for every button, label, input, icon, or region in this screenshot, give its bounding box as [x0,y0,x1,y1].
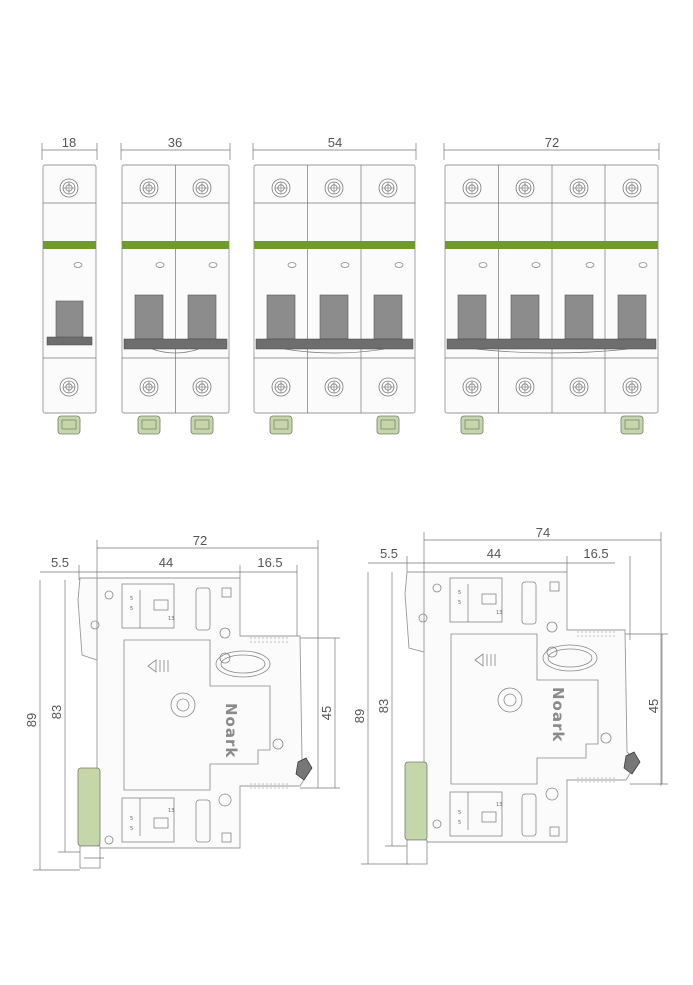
brand-label-right: Noark [549,687,567,742]
svg-text:5: 5 [458,590,461,596]
terminal-marks-right-bottom: 5 5 13 [449,791,503,837]
svg-text:13: 13 [496,802,502,808]
terminal-marks-right-top: 5 5 13 [449,577,503,623]
svg-text:5: 5 [130,816,133,822]
breaker-1-pole: 18 [41,135,98,435]
svg-text:5: 5 [130,826,133,832]
dim-top-total-right: 74 [536,525,550,540]
breaker-2-pole: 36 [120,135,231,435]
front-view: 18 36 [41,135,660,435]
svg-text:13: 13 [496,610,502,616]
svg-text:5: 5 [458,820,461,826]
dim-height-right-left: 45 [319,706,334,720]
side-view-right: 74 5.5 44 16.5 89 83 45 [352,525,668,865]
svg-text:5: 5 [130,606,133,612]
dim-height-total-left: 89 [24,713,39,727]
terminal-marks-left-bottom: 5 5 13 [121,797,175,843]
side-view-left: 72 5.5 44 16.5 89 83 45 [24,533,340,871]
breaker-3-pole: 54 [252,135,417,435]
dim-left-offset-left: 5.5 [51,555,69,570]
dim-width-4-pole: 72 [545,135,559,150]
svg-text:5: 5 [458,810,461,816]
dim-height-inner-left: 83 [49,705,64,719]
brand-label-left: Noark [222,703,240,758]
dim-top-total-left: 72 [193,533,207,548]
dim-width-2-pole: 36 [168,135,182,150]
din-clip-green [77,767,101,847]
svg-text:13: 13 [168,616,174,622]
din-clip-green-right [404,761,428,841]
terminal-marks-left-top: 5 5 13 [121,583,175,629]
dim-middle-left: 44 [159,555,173,570]
dim-height-inner-right: 83 [376,699,391,713]
dim-width-3-pole: 54 [328,135,342,150]
svg-text:5: 5 [130,596,133,602]
dim-right-step-right: 16.5 [583,546,608,561]
svg-text:13: 13 [168,808,174,814]
svg-text:5: 5 [458,600,461,606]
dim-middle-right: 44 [487,546,501,561]
dim-height-right-right: 45 [646,699,661,713]
breaker-4-pole: 72 [443,135,660,435]
dim-left-offset-right: 5.5 [380,546,398,561]
dim-height-total-right: 89 [352,709,367,723]
dim-right-step-left: 16.5 [257,555,282,570]
dim-width-1-pole: 18 [62,135,76,150]
